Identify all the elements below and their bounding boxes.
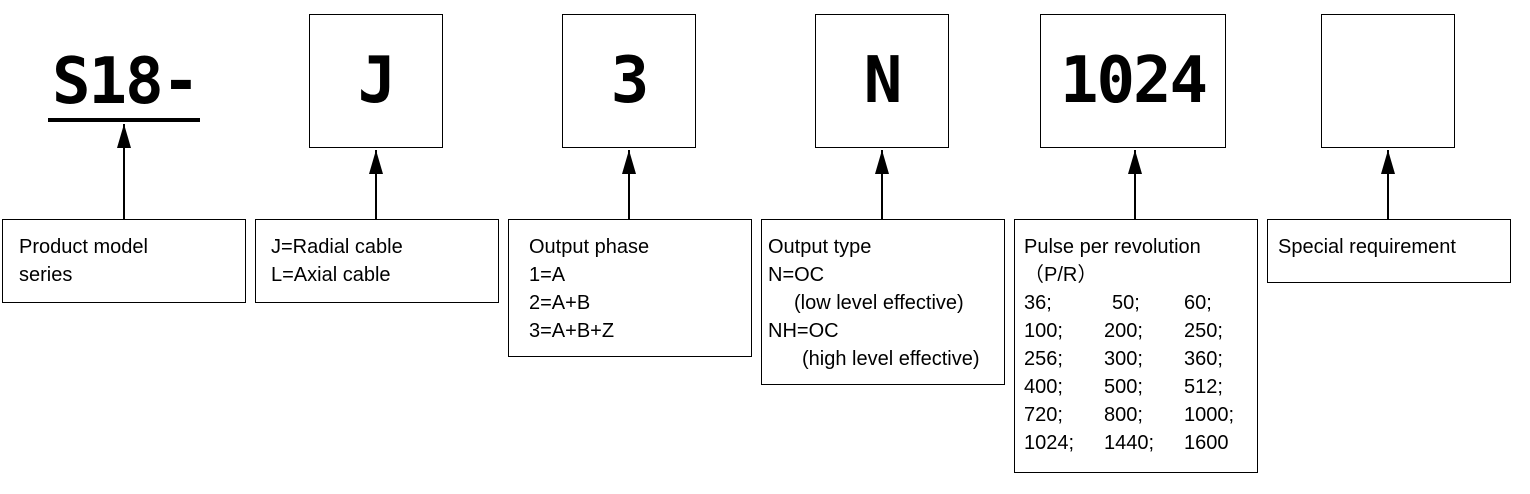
phase-desc-item-1: 1=A <box>529 264 566 286</box>
output-desc-title: Output type <box>768 236 872 258</box>
output-desc-line-2: (low level effective) <box>794 292 964 314</box>
phase-arrow <box>622 150 636 220</box>
ppr-value: 300; <box>1104 348 1143 370</box>
ppr-value: 1600 <box>1184 432 1229 454</box>
ppr-value: 200; <box>1104 320 1143 342</box>
output-code-text: N <box>863 44 903 118</box>
ppr-row: 400; 500; 512; <box>1024 373 1257 401</box>
ppr-value: 250; <box>1184 320 1223 342</box>
ppr-value: 1000; <box>1184 404 1235 426</box>
ppr-value: 50; <box>1112 292 1140 314</box>
cable-description-box: J=Radial cable L=Axial cable <box>255 219 499 303</box>
ppr-desc-unit: （P/R） <box>1024 264 1098 286</box>
phase-desc-item-2: 2=A+B <box>529 292 591 314</box>
special-description-box: Special requirement <box>1267 219 1511 283</box>
ppr-value: 800; <box>1104 404 1143 426</box>
output-code-box: N <box>815 14 949 148</box>
ppr-value: 400; <box>1024 376 1063 398</box>
special-desc-text: Special requirement <box>1278 236 1456 258</box>
series-underline <box>48 118 200 122</box>
cable-desc-line-1: J=Radial cable <box>271 236 403 258</box>
special-code-box <box>1321 14 1455 148</box>
ppr-values-list: 36; 50; 60; 100; 200; 250; 256; 300; 360; 400;… <box>1024 289 1257 457</box>
output-desc-line-4: (high level effective) <box>802 348 980 370</box>
ppr-row: 1024; 1440; 1600 <box>1024 429 1257 457</box>
ppr-row: 720; 800; 1000; <box>1024 401 1257 429</box>
output-description-box: Output type N=OC (low level effective) N… <box>761 219 1005 385</box>
phase-desc-item-3: 3=A+B+Z <box>529 320 615 342</box>
ppr-code-text: 1024 <box>1059 44 1208 118</box>
model-series-code: S18- <box>48 50 200 122</box>
ppr-value: 360; <box>1184 348 1223 370</box>
ppr-desc-title: Pulse per revolution <box>1024 236 1201 258</box>
ppr-row: 256; 300; 360; <box>1024 345 1257 373</box>
phase-description-box: Output phase 1=A 2=A+B 3=A+B+Z <box>508 219 752 357</box>
ppr-value: 256; <box>1024 348 1063 370</box>
ppr-value: 36; <box>1024 292 1052 314</box>
ppr-value: 1440; <box>1104 432 1155 454</box>
ppr-description-box: Pulse per revolution （P/R） 36; 50; 60; 100… <box>1014 219 1258 473</box>
output-desc-line-1: N=OC <box>768 264 825 286</box>
cable-arrow <box>369 150 383 220</box>
ppr-value: 100; <box>1024 320 1063 342</box>
ppr-value: 500; <box>1104 376 1143 398</box>
special-arrow <box>1381 150 1395 220</box>
phase-code-text: 3 <box>610 44 650 118</box>
ppr-value: 1024; <box>1024 432 1075 454</box>
phase-desc-title: Output phase <box>529 236 650 258</box>
ppr-arrow <box>1128 150 1142 220</box>
ppr-value: 720; <box>1024 404 1063 426</box>
ppr-value: 60; <box>1184 292 1212 314</box>
series-arrow <box>117 124 131 220</box>
cable-desc-line-2: L=Axial cable <box>271 264 391 286</box>
phase-code-box: 3 <box>562 14 696 148</box>
series-desc-line-2: series <box>19 264 73 286</box>
ppr-row: 100; 200; 250; <box>1024 317 1257 345</box>
output-desc-line-3: NH=OC <box>768 320 839 342</box>
output-arrow <box>875 150 889 220</box>
series-description-box: Product model series <box>2 219 246 303</box>
ppr-row: 36; 50; 60; <box>1024 289 1257 317</box>
ppr-value: 512; <box>1184 376 1223 398</box>
series-code-text: S18- <box>52 45 200 119</box>
series-desc-line-1: Product model <box>19 236 148 258</box>
cable-code-box: J <box>309 14 443 148</box>
cable-code-text: J <box>357 44 397 118</box>
ppr-code-box: 1024 <box>1040 14 1226 148</box>
